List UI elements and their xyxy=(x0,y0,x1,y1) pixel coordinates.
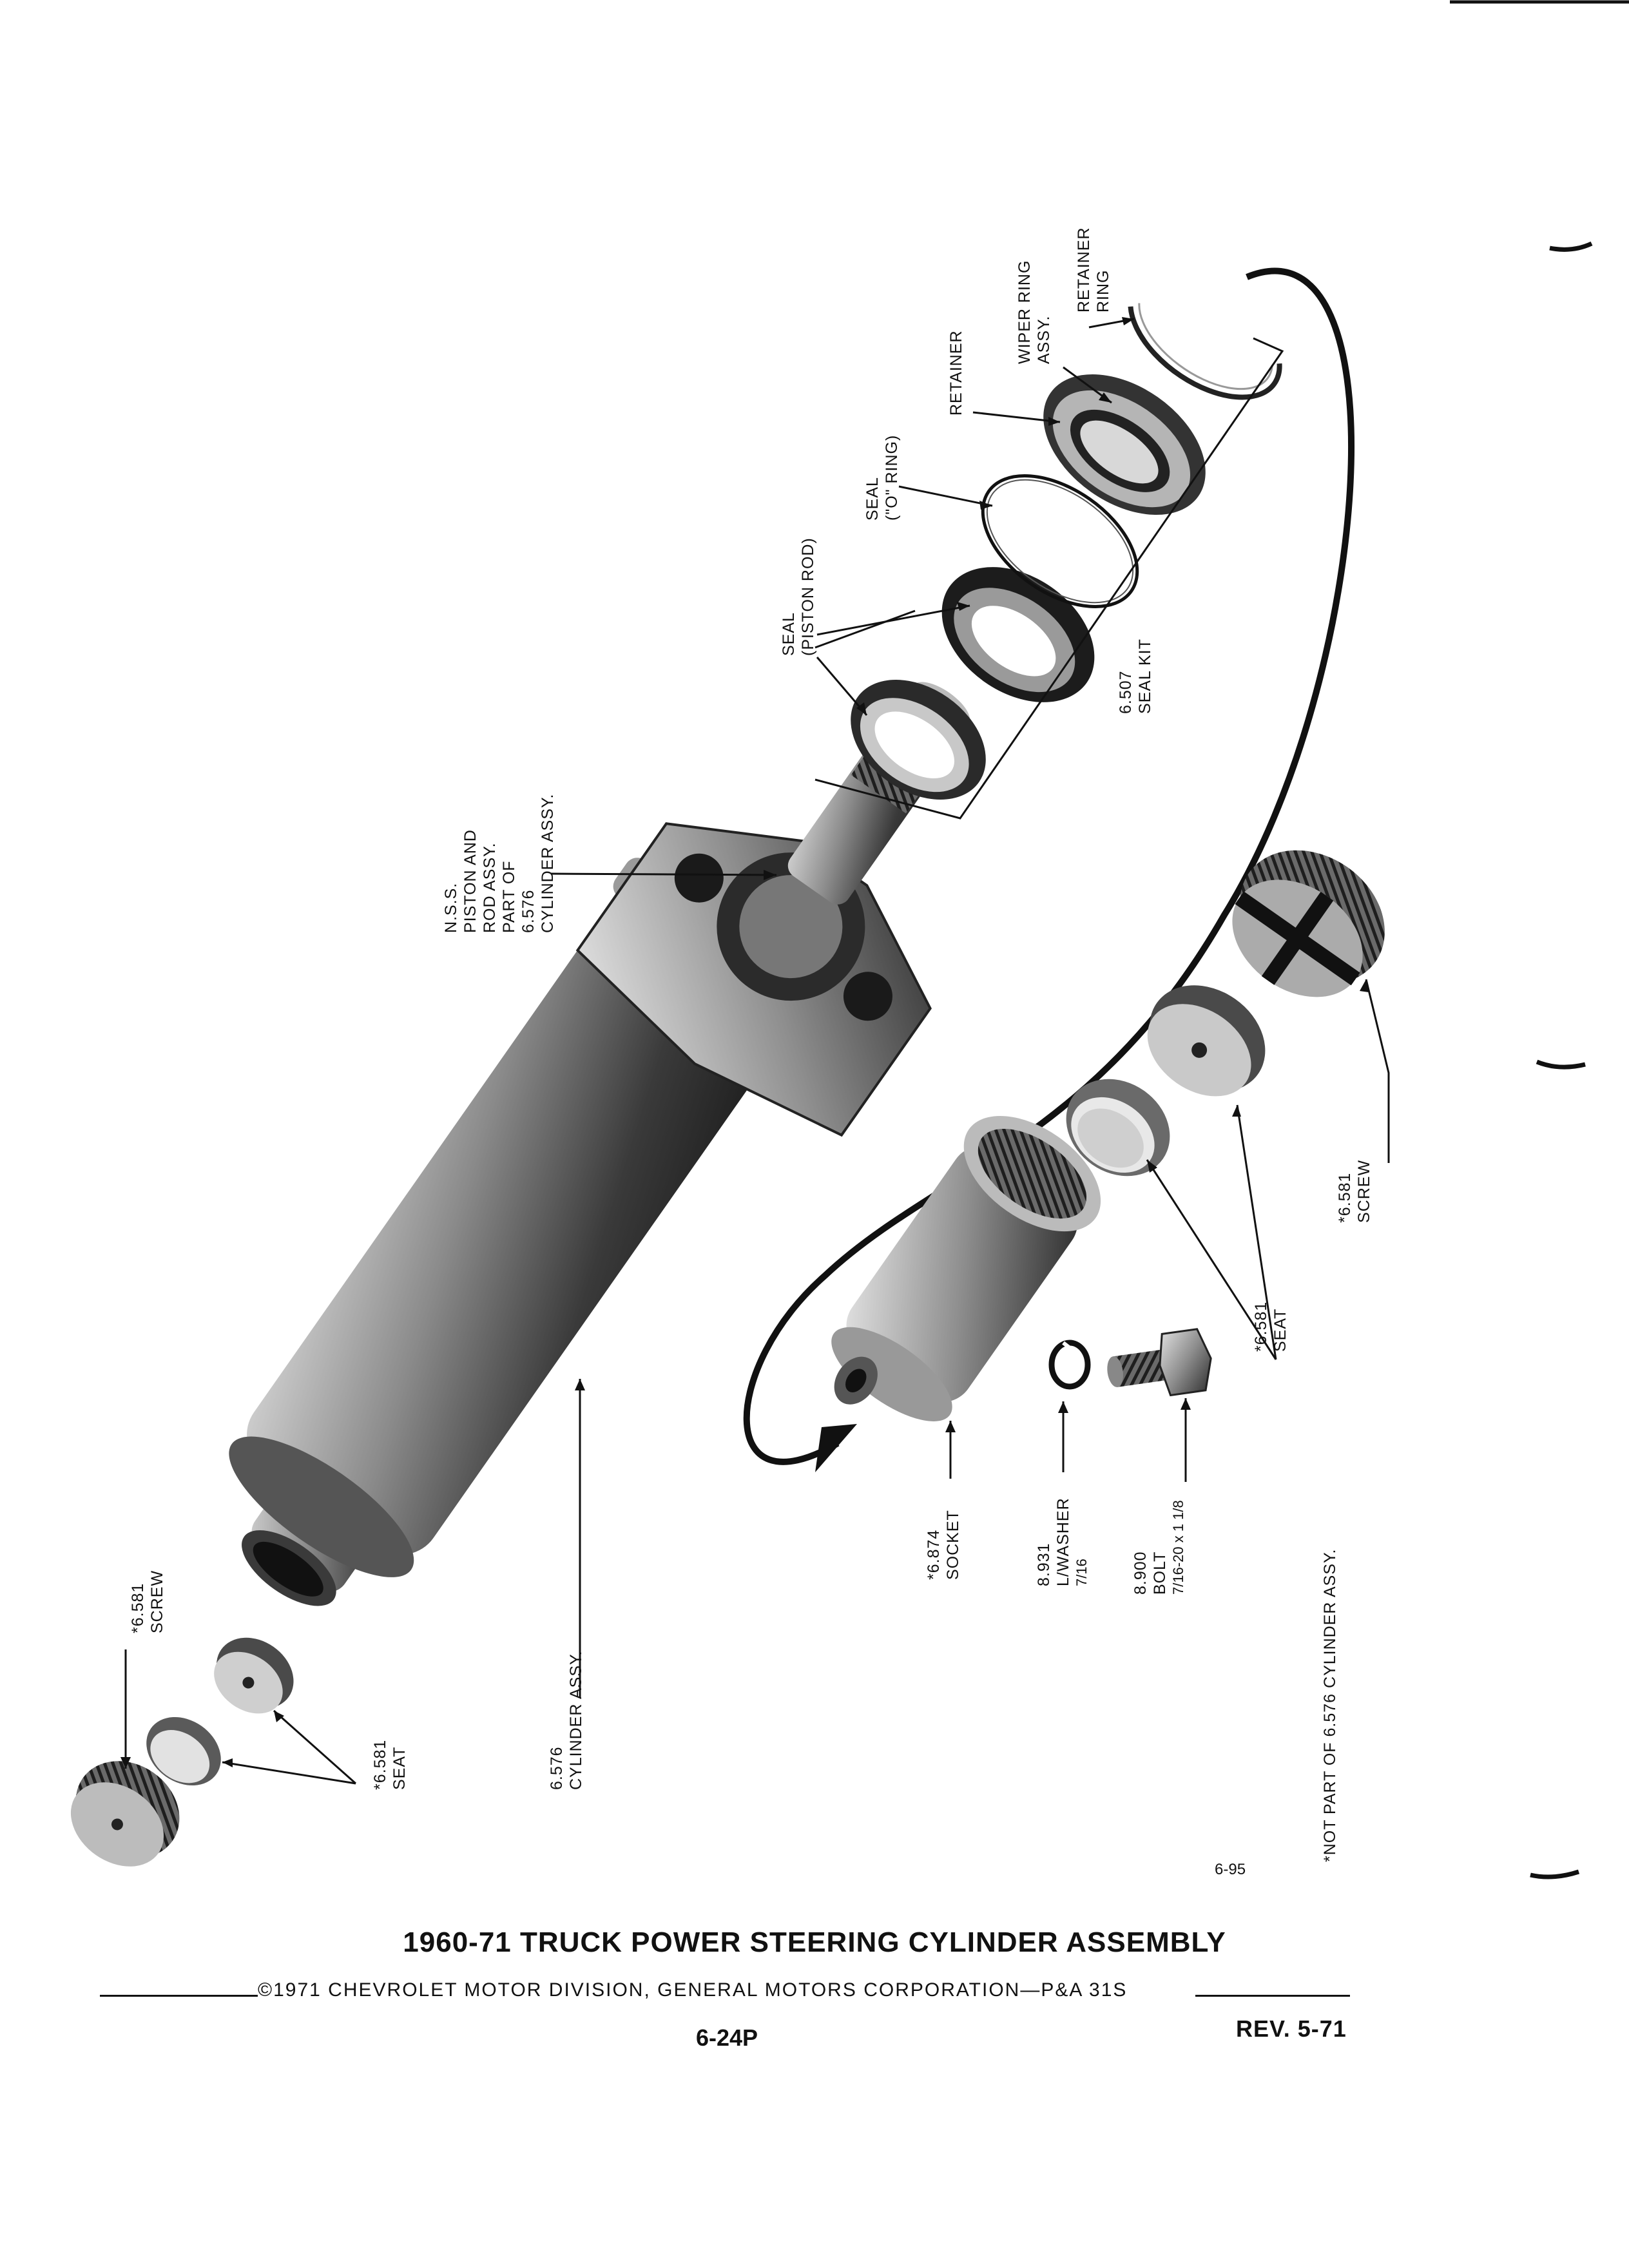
seal-kit-label: SEAL KIT xyxy=(1136,639,1154,714)
seat-right-number: *6.581 xyxy=(1252,1302,1270,1352)
figure-number: 6-95 xyxy=(1215,1861,1246,1878)
piston-rod-assy-label-1: N.S.S. xyxy=(442,883,460,933)
screw-left-label: SCREW xyxy=(148,1570,166,1633)
lock-washer xyxy=(1048,1340,1091,1390)
seal-kit-number: 6.507 xyxy=(1117,670,1135,714)
seal-piston-rod-large xyxy=(941,567,1095,702)
o-ring-seal-label-1: SEAL xyxy=(863,477,882,521)
seat-left-large xyxy=(214,1637,294,1714)
cylinder-label: CYLINDER ASSY. xyxy=(567,1651,585,1790)
retainer-ring-label-1: RETAINER xyxy=(1075,227,1093,312)
retainer-ring xyxy=(1128,303,1282,400)
piston-rod-seal-label-2: (PISTON ROD) xyxy=(799,537,817,656)
o-ring-seal-label-2: ("O" RING) xyxy=(883,435,901,521)
scan-mark xyxy=(1536,1059,1586,1070)
seal-piston-rod-small xyxy=(851,680,986,800)
screw-right xyxy=(1232,850,1385,997)
screw-right-number: *6.581 xyxy=(1336,1173,1354,1223)
retainer xyxy=(1043,374,1206,515)
not-part-note: *NOT PART OF 6.576 CYLINDER ASSY. xyxy=(1321,1549,1339,1862)
seat-right-small xyxy=(1066,1079,1170,1177)
retainer-label: RETAINER xyxy=(947,330,965,416)
seat-right-label: SEAT xyxy=(1271,1309,1289,1352)
washer-label: L/WASHER xyxy=(1054,1497,1072,1586)
leader-arrowheads xyxy=(120,317,1369,1769)
scan-mark xyxy=(1549,241,1593,252)
cylinder-assembly xyxy=(229,682,970,1606)
bolt-size: 7/16-20 x 1 1/8 xyxy=(1170,1500,1186,1595)
bolt-label: BOLT xyxy=(1151,1552,1169,1595)
washer-size: 7/16 xyxy=(1074,1559,1090,1586)
retainer-ring-label-2: RING xyxy=(1094,270,1112,313)
leader-lines xyxy=(124,318,1390,1785)
seat-left-small xyxy=(146,1716,221,1786)
screw-left-number: *6.581 xyxy=(129,1583,147,1633)
piston-rod-assy-label-3: ROD ASSY. xyxy=(481,842,499,933)
bolt-number: 8.900 xyxy=(1132,1551,1150,1595)
o-ring-seal xyxy=(981,474,1139,608)
washer-number: 8.931 xyxy=(1035,1542,1053,1586)
piston-rod-assy-label-4: PART OF xyxy=(500,860,518,933)
wiper-ring-label-2: ASSY. xyxy=(1035,316,1053,364)
wiper-ring-label-1: WIPER RING xyxy=(1016,260,1034,364)
seat-left-label: SEAT xyxy=(390,1747,409,1790)
bolt xyxy=(1107,1328,1212,1397)
left-rule xyxy=(100,1995,258,1997)
seat-right-large xyxy=(1147,985,1266,1097)
piston-rod-assy-label-5: 6.576 xyxy=(519,889,537,933)
seal-kit-bracket xyxy=(815,337,1284,820)
revision: REV. 5-71 xyxy=(1236,2015,1347,2042)
screw-left xyxy=(70,1761,180,1867)
seat-left-number: *6.581 xyxy=(371,1740,389,1790)
socket-number: *6.874 xyxy=(925,1530,943,1580)
piston-rod-assy-label-6: CYLINDER ASSY. xyxy=(539,794,557,933)
scan-mark xyxy=(1530,1869,1580,1879)
socket xyxy=(831,1116,1101,1421)
copyright-line: ©1971 CHEVROLET MOTOR DIVISION, GENERAL … xyxy=(258,1979,1128,2001)
right-rule xyxy=(1195,1995,1350,1997)
curved-arrow xyxy=(743,267,1354,1465)
piston-rod-seal-label-1: SEAL xyxy=(780,612,798,656)
cylinder-number: 6.576 xyxy=(548,1746,566,1790)
socket-label: SOCKET xyxy=(944,1510,962,1580)
page-title: 1960-71 TRUCK POWER STEERING CYLINDER AS… xyxy=(403,1927,1226,1958)
piston-rod-assy-label-2: PISTON AND xyxy=(461,829,479,933)
page-number: 6-24P xyxy=(696,2024,758,2051)
screw-right-label: SCREW xyxy=(1355,1160,1373,1223)
